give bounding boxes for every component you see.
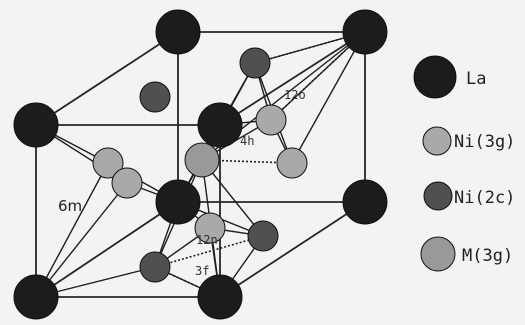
legend: La Ni(3g) Ni(2c) M(3g) bbox=[413, 55, 515, 272]
ni-3g-atom bbox=[92, 147, 124, 179]
legend-label-la: La bbox=[466, 69, 486, 89]
legend-swatch-m-3g bbox=[420, 236, 456, 272]
legend-item-ni-2c: Ni(2c) bbox=[423, 181, 515, 211]
unit-cell-edges bbox=[35, 31, 366, 298]
la-atom bbox=[155, 179, 201, 225]
site-label-12n: 12n bbox=[196, 233, 218, 247]
ni-3g-atom bbox=[194, 212, 226, 244]
legend-item-ni-3g: Ni(3g) bbox=[422, 126, 515, 156]
ni-2c-atom bbox=[139, 251, 171, 283]
ni-3g-atom bbox=[255, 104, 287, 136]
la-atom bbox=[197, 102, 243, 148]
dotted-bond-lines bbox=[154, 31, 366, 298]
ni-3g-atom bbox=[111, 167, 143, 199]
m-3g-atom bbox=[184, 142, 220, 178]
ni-2c-atom bbox=[139, 81, 171, 113]
legend-label-ni-2c: Ni(2c) bbox=[454, 188, 515, 208]
legend-item-m-3g: M(3g) bbox=[420, 236, 513, 272]
legend-swatch-ni-2c bbox=[423, 181, 453, 211]
la-atom bbox=[155, 9, 201, 55]
la-atom bbox=[13, 274, 59, 320]
legend-item-la: La bbox=[413, 55, 486, 99]
site-label-3f: 3f bbox=[195, 264, 209, 278]
atoms bbox=[13, 9, 388, 320]
ni-2c-atom bbox=[239, 47, 271, 79]
legend-label-ni-3g: Ni(3g) bbox=[454, 132, 515, 152]
ni-2c-atom bbox=[247, 220, 279, 252]
la-atom bbox=[342, 179, 388, 225]
site-label-6m: 6m bbox=[58, 197, 82, 215]
site-label-12o: 12o bbox=[284, 88, 306, 102]
la-atom bbox=[13, 102, 59, 148]
ni-3g-atom bbox=[276, 147, 308, 179]
legend-swatch-la bbox=[413, 55, 457, 99]
la-atom bbox=[197, 274, 243, 320]
site-label-4h: 4h bbox=[240, 134, 254, 148]
legend-label-m-3g: M(3g) bbox=[462, 246, 513, 266]
la-atom bbox=[342, 9, 388, 55]
legend-swatch-ni-3g bbox=[422, 126, 452, 156]
site-labels: 12o 4h 6m 12n 3f bbox=[58, 88, 306, 278]
